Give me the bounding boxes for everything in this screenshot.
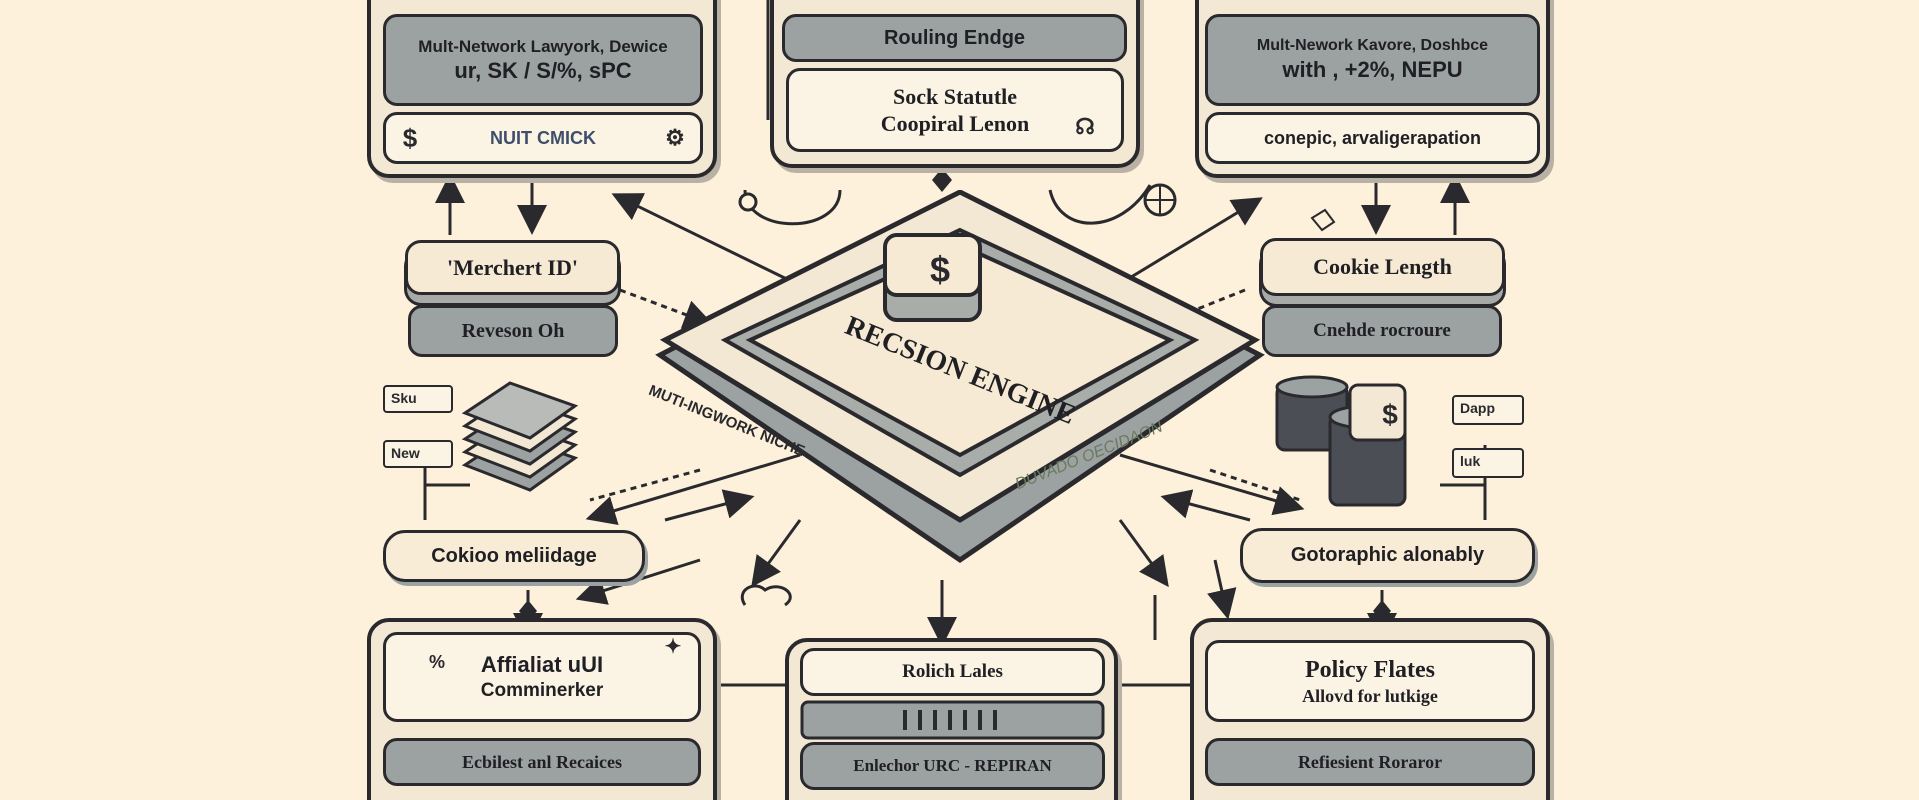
recaices-label: Ecbilest anl Recaices	[462, 751, 622, 772]
sparkle-icon: ✦	[664, 635, 682, 658]
refiesient-label: Refiesient Roraror	[1297, 751, 1443, 772]
policy-flates-box[interactable]: Policy Flates Allovd for lutkige	[1205, 640, 1535, 722]
top-left-click-box[interactable]: NUIT CMICK	[383, 112, 703, 164]
revenue-box[interactable]: Reveson Oh	[408, 305, 618, 357]
top-left-line2: ur, SK / S/%, sPC	[454, 57, 632, 83]
routing-engine-label: Rouling Endge	[883, 26, 1026, 49]
enlechor-urc-label: Enlechor URC - REPIRAN	[853, 756, 1052, 776]
recsion-engine-platform	[655, 190, 1265, 564]
top-right-bottom-box[interactable]: conepic, arvaligerapation	[1205, 112, 1540, 164]
cookie-rocroure-box[interactable]: Cnehde rocroure	[1262, 305, 1502, 357]
new-tag[interactable]: New	[383, 440, 453, 468]
top-right-network-box[interactable]: Mult-Nework Kavore, Doshbce with , +2%, …	[1205, 14, 1540, 106]
geographic-pill[interactable]: Gotoraphic alonably	[1240, 528, 1535, 583]
dapp-tag[interactable]: Dapp	[1452, 395, 1524, 425]
coin-stack-icon	[1275, 375, 1407, 507]
affiliate-line1: Affialiat uUI	[480, 652, 604, 678]
affiliate-box[interactable]: Affialiat uUI Comminerker	[383, 632, 701, 722]
cookie-length-label: Cookie Length	[1313, 254, 1452, 279]
top-right-line1: Mult-Nework Kavore, Doshbce	[1256, 37, 1489, 55]
top-left-line1: Mult-Network Lawyork, Dewice	[418, 36, 668, 56]
top-right-line2: with , +2%, NEPU	[1282, 57, 1463, 83]
top-center-line1: Sock Statutle	[892, 83, 1018, 109]
dollar-symbol: $	[929, 249, 951, 290]
cookie-meliidage-label: Cokioo meliidage	[431, 544, 597, 567]
policy-flates-title: Policy Flates	[1305, 656, 1435, 683]
policy-flates-subtitle: Allovd for lutkige	[1302, 685, 1438, 706]
top-center-line2: Coopiral Lenon	[880, 111, 1030, 136]
cookie-length-card[interactable]: Cookie Length	[1260, 238, 1505, 296]
revenue-label: Reveson Oh	[461, 319, 565, 342]
top-left-bottom-label: NUIT CMICK	[490, 127, 596, 148]
rolich-lales-label: Rolich Lales	[902, 661, 1003, 683]
stock-statute-box[interactable]: Sock Statutle Coopiral Lenon	[786, 68, 1124, 152]
gear-icon: ⚙	[665, 125, 685, 150]
dollar-coin-icon: $	[1382, 399, 1398, 430]
affiliate-line2: Comminerker	[480, 679, 604, 701]
headset-icon: ☊	[1075, 114, 1095, 139]
refiesient-box[interactable]: Refiesient Roraror	[1205, 738, 1535, 786]
cookie-rocroure-label: Cnehde rocroure	[1313, 320, 1451, 342]
enlechor-urc-box[interactable]: Enlechor URC - REPIRAN	[800, 742, 1105, 790]
cash-stack-icon	[461, 381, 579, 492]
top-left-network-box[interactable]: Mult-Network Lawyork, Dewice ur, SK / S/…	[383, 14, 703, 106]
merchant-id-card[interactable]: 'Merchert ID'	[405, 240, 620, 295]
routing-engine-header[interactable]: Rouling Endge	[782, 14, 1127, 62]
rolich-lales-header[interactable]: Rolich Lales	[800, 648, 1105, 696]
sku-tag[interactable]: Sku	[383, 385, 453, 413]
recaices-box[interactable]: Ecbilest anl Recaices	[383, 738, 701, 786]
top-right-bottom-label: conepic, arvaligerapation	[1263, 127, 1482, 148]
percent-icon: %	[428, 651, 445, 672]
dollar-stack-icon: $	[905, 240, 975, 300]
dollar-icon: $	[402, 122, 418, 153]
luk-tag[interactable]: luk	[1452, 448, 1524, 478]
geographic-label: Gotoraphic alonably	[1290, 544, 1485, 566]
rail-track-graphic	[800, 700, 1105, 740]
cookie-meliidage-pill[interactable]: Cokioo meliidage	[383, 530, 645, 582]
merchant-id-label: 'Merchert ID'	[447, 254, 578, 280]
